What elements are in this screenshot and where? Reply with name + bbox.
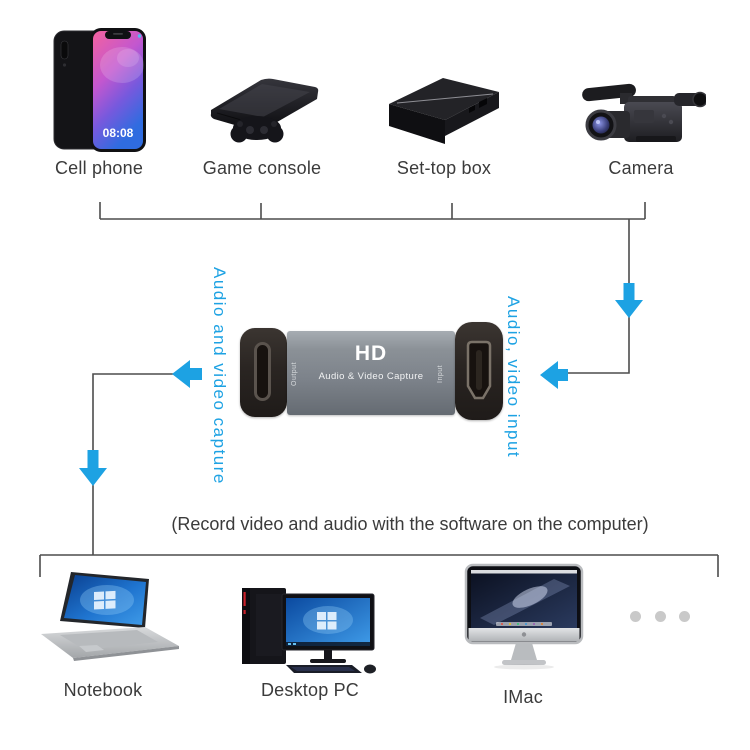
arrow-down-to-computers-icon	[79, 450, 107, 486]
label-desktop-pc: Desktop PC	[260, 680, 360, 700]
ellipsis-dot	[679, 611, 690, 622]
capture-device-body: HD Audio & Video Capture Output Input	[287, 331, 455, 415]
capture-device-title: Audio & Video Capture	[318, 371, 424, 382]
flow-label-input: Audio, video input	[504, 296, 523, 459]
imac-image	[464, 563, 584, 670]
camera-image	[582, 83, 706, 142]
label-cell-phone: Cell phone	[54, 158, 144, 178]
usb-c-connector	[240, 328, 287, 417]
output-port-label: Output	[291, 362, 298, 387]
label-set-top-box: Set-top box	[396, 158, 492, 178]
arrow-left-out-of-device-icon	[172, 360, 202, 388]
more-devices-ellipsis-icon	[630, 611, 690, 622]
ellipsis-dot	[654, 611, 666, 622]
label-notebook: Notebook	[63, 680, 143, 700]
arrow-down-icon	[615, 283, 643, 318]
hdmi-slot	[466, 340, 492, 400]
label-camera: Camera	[608, 158, 674, 178]
hdmi-connector	[455, 322, 503, 420]
record-caption: (Record video and audio with the softwar…	[171, 514, 649, 534]
label-imac: IMac	[503, 687, 543, 707]
flow-label-output: Audio and video capture	[210, 267, 229, 485]
set-top-box-image	[389, 78, 499, 144]
desktop-pc-image	[242, 588, 376, 674]
input-port-label: Input	[437, 364, 444, 384]
notebook-image	[41, 572, 179, 661]
game-console-image	[210, 78, 319, 143]
cell-phone-image: 08:08	[53, 28, 146, 152]
usb-c-slot	[254, 342, 271, 401]
ellipsis-dot	[630, 611, 641, 622]
top-bracket-ticks	[99, 202, 646, 219]
label-game-console: Game console	[202, 158, 322, 178]
hd-logo: HD	[354, 342, 388, 365]
arrow-left-into-device-icon	[540, 361, 568, 389]
phone-clock-text: 08:08	[103, 126, 134, 140]
camera-to-input-wire	[567, 219, 630, 374]
